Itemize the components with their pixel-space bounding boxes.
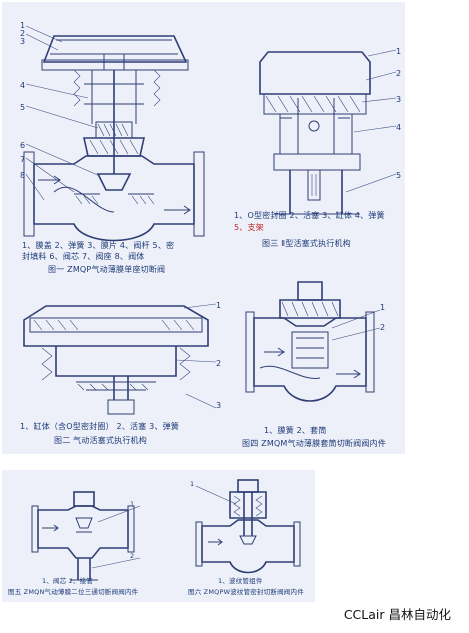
figure4-caption-line1: 1、膜簧 2、套筒 <box>264 426 327 435</box>
figure5-valve-drawing <box>31 491 141 581</box>
figure1-label-3: 3 <box>20 37 26 46</box>
figure5-caption-line1: 1、阀芯 2、接管 <box>42 577 94 585</box>
figure1-caption-line1: 1、膜盖 2、弹簧 3、膜片 4、阀杆 5、密 <box>22 241 175 250</box>
figure1-label-6: 6 <box>20 141 26 150</box>
figure4-title: 图四 ZMQM气动薄膜套筒切断阀阀内件 <box>242 439 386 448</box>
figure1-label-5: 5 <box>20 103 26 112</box>
figure1-label-1: 1 <box>20 21 26 30</box>
figure5-label-2: 2 <box>130 552 135 560</box>
figure2-label-2: 2 <box>216 359 222 368</box>
figure6-caption-line1: 1、波纹管组件 <box>218 577 263 585</box>
figure4-valve-drawing <box>245 281 381 402</box>
figure4-label-2: 2 <box>380 323 386 332</box>
figure3-label-5: 5 <box>396 171 402 180</box>
figure1-label-7: 7 <box>20 155 26 164</box>
top-figure-panel: 1 2 3 4 5 6 7 8 1、膜盖 2、弹簧 3、膜片 4、阀杆 5、密 … <box>2 2 405 454</box>
figure4-label-1: 1 <box>380 303 386 312</box>
figure3-title: 图三 Ⅱ型活塞式执行机构 <box>262 239 351 248</box>
bottom-figure-panel: 1 2 1、阀芯 2、接管 图五 ZMQN气动薄膜二位三通切断阀阀内件 1 1、… <box>2 470 315 602</box>
figure3-label-1: 1 <box>396 47 402 56</box>
figure2-label-1: 1 <box>216 301 222 310</box>
figure2-caption-line1: 1、缸体（含O型密封圈） 2、活塞 3、弹簧 <box>20 422 180 431</box>
figure3-caption-line2: 5、支架 <box>234 223 264 232</box>
figure5-label-1: 1 <box>130 500 135 508</box>
figure6-label-1: 1 <box>190 480 195 488</box>
figure5-title: 图五 ZMQN气动薄膜二位三通切断阀阀内件 <box>8 588 139 596</box>
figure1-caption-line2: 封填料 6、阀芯 7、阀座 8、阀体 <box>22 252 145 261</box>
figure3-actuator-drawing <box>259 49 397 215</box>
figure1-label-8: 8 <box>20 171 26 180</box>
figure3-label-2: 2 <box>396 69 402 78</box>
figure1-title: 图一 ZMQP气动薄膜单座切断阀 <box>48 265 166 274</box>
figure3-caption-line1: 1、O型密封圈 2、活塞 3、缸体 4、弹簧 <box>234 211 385 220</box>
figure1-valve-drawing <box>23 25 205 242</box>
figure1-label-4: 4 <box>20 81 26 90</box>
figure6-title: 图六 ZMQPW波纹管密封切断阀阀内件 <box>188 588 304 596</box>
figure3-label-3: 3 <box>396 95 402 104</box>
figure3-label-4: 4 <box>396 123 402 132</box>
figure1-label-2: 2 <box>20 29 26 38</box>
figure2-actuator-drawing <box>23 303 217 415</box>
figure6-valve-drawing <box>195 479 301 574</box>
watermark-text: CCLair 昌林自动化 <box>343 607 451 622</box>
figure2-title: 图二 气动活塞式执行机构 <box>54 436 147 445</box>
figure2-label-3: 3 <box>216 401 222 410</box>
